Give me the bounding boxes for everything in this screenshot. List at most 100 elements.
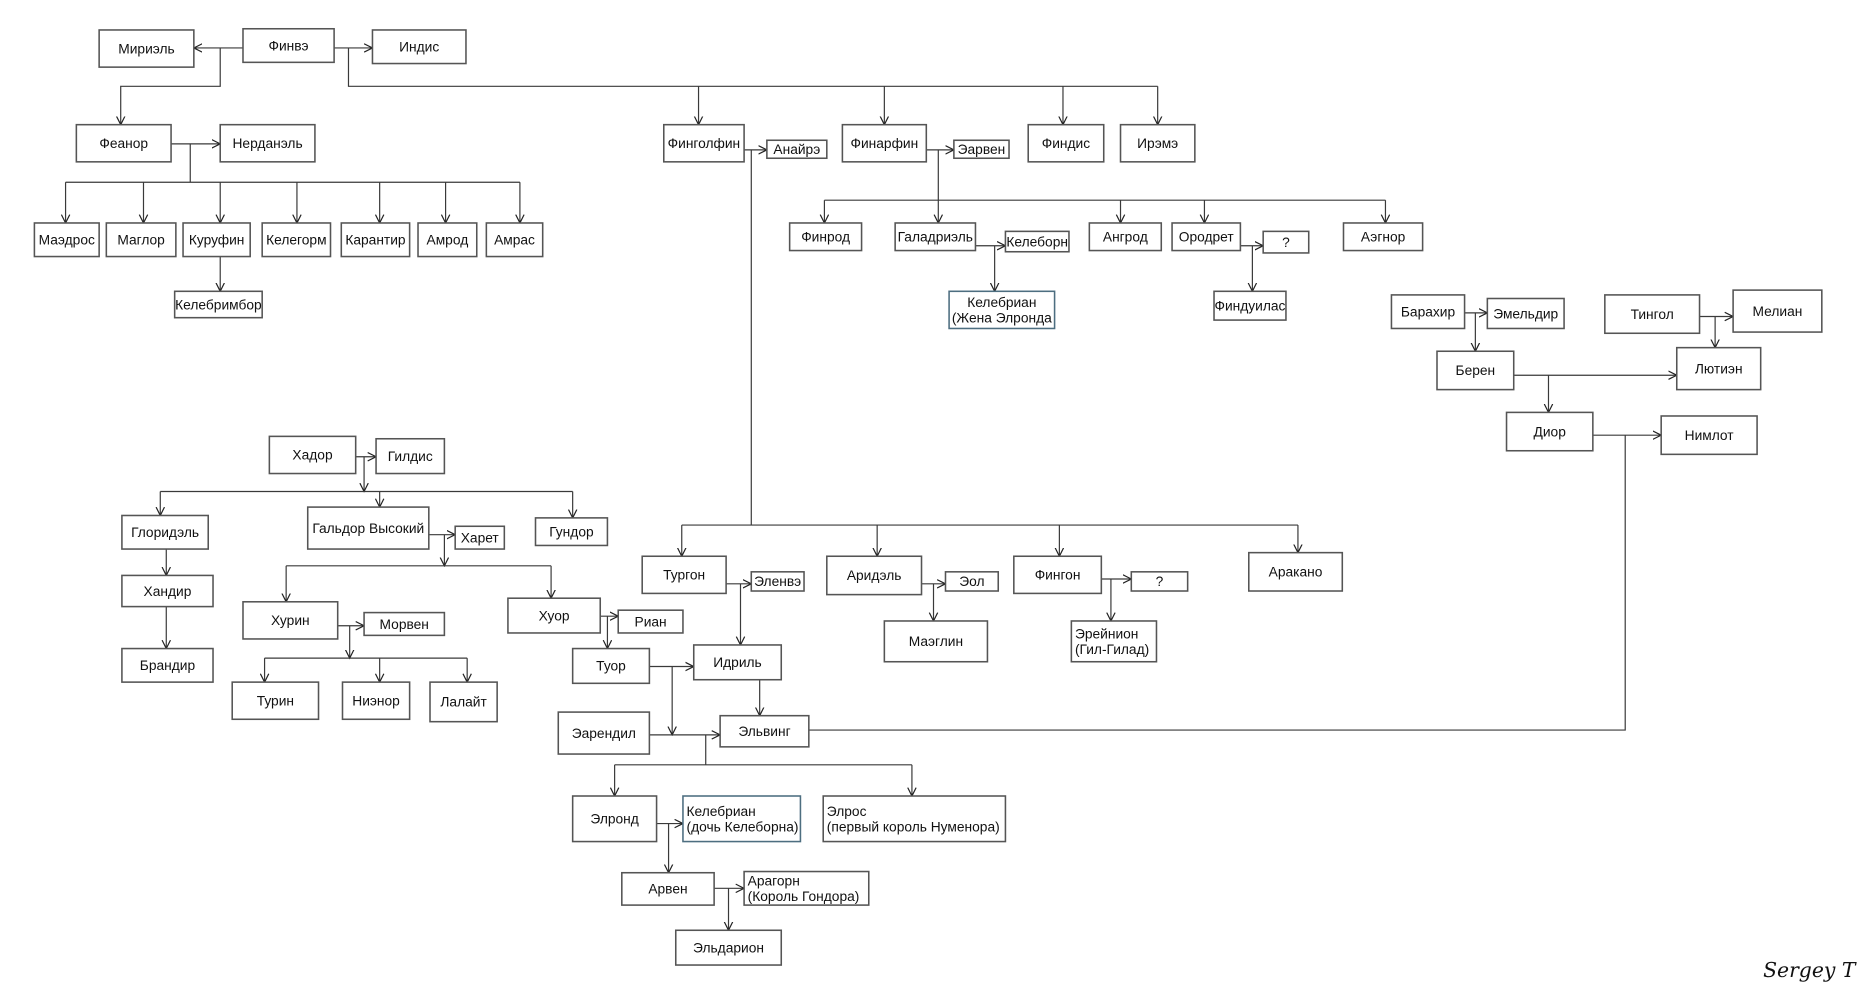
person-name: Хадор — [292, 448, 333, 463]
person-orodreth: Ородрет — [1171, 222, 1242, 252]
person-name: Амрас — [494, 233, 535, 248]
person-unknown1: ? — [1262, 230, 1310, 254]
person-name: Маглор — [117, 233, 165, 248]
person-name: Мелиан — [1753, 304, 1803, 319]
person-name: Тургон — [663, 568, 705, 583]
person-amras: Амрас — [485, 222, 544, 258]
person-box — [429, 681, 498, 723]
person-hareth: Харет — [454, 525, 506, 550]
person-box — [268, 435, 357, 475]
person-maedros: Маэдрос — [33, 222, 100, 258]
person-name: Арагорн — [748, 873, 800, 888]
person-earwen: Эарвен — [953, 139, 1010, 160]
person-box — [182, 222, 251, 258]
person-name: Тингол — [1631, 307, 1674, 322]
person-box — [1171, 222, 1242, 252]
person-caranthir: Карантир — [340, 222, 411, 258]
person-box — [306, 506, 430, 550]
person-box — [1248, 551, 1344, 592]
person-box — [788, 222, 863, 252]
person-name: Ирэмэ — [1137, 136, 1178, 151]
person-box — [242, 601, 339, 640]
person-box — [692, 644, 783, 681]
person-name: Финарфин — [851, 136, 919, 151]
connectors — [66, 48, 1734, 930]
person-aredhel: Аридэль — [826, 555, 923, 596]
person-name: Финдуилас — [1215, 298, 1286, 313]
person-nienor: Ниэнор — [341, 681, 411, 721]
person-name: Туор — [596, 659, 626, 674]
person-name: (Жена Элронда — [952, 310, 1052, 325]
person-celebrimbor: Келебримбор — [173, 290, 263, 319]
person-celebrian1: Келебриан(Жена Элронда — [948, 290, 1056, 330]
person-name: Маэдрос — [39, 233, 95, 248]
person-box — [341, 681, 411, 721]
person-name: Куруфин — [189, 233, 245, 248]
person-gloredhel: Глоридэль — [121, 514, 210, 550]
person-box — [641, 555, 727, 595]
person-box — [953, 139, 1010, 160]
person-name: Лалайт — [440, 695, 487, 710]
person-name: Галадриэль — [898, 230, 973, 245]
person-name: Ангрод — [1103, 230, 1148, 245]
person-name: Мириэль — [118, 41, 174, 56]
person-box — [98, 29, 195, 68]
person-box — [363, 611, 446, 637]
person-box — [1675, 346, 1762, 391]
person-name: Эленвэ — [754, 574, 801, 589]
person-name: Турин — [257, 693, 294, 708]
person-gildis: Гилдис — [375, 437, 446, 475]
person-box — [1119, 123, 1196, 163]
person-name: Ородрет — [1179, 230, 1235, 245]
person-box — [121, 514, 210, 550]
person-box — [557, 711, 651, 755]
person-box — [1486, 297, 1565, 330]
person-name: Элронд — [590, 812, 638, 827]
person-box — [1732, 289, 1823, 333]
person-name: Морвен — [380, 617, 429, 632]
person-name: Ниэнор — [352, 693, 400, 708]
person-ireth: Ирэмэ — [1119, 123, 1196, 163]
person-box — [485, 222, 544, 258]
person-name: Элрос — [827, 804, 867, 819]
person-name: Нерданэль — [232, 136, 302, 151]
person-box — [121, 574, 214, 608]
person-box — [1390, 294, 1466, 330]
person-miriel: Мириэль — [98, 29, 195, 68]
person-huor: Хуор — [507, 597, 602, 634]
arrow-connector — [121, 47, 221, 125]
person-thingol: Тингол — [1604, 294, 1701, 335]
person-luthien: Лютиэн — [1675, 346, 1762, 391]
person-name: Анайрэ — [773, 142, 820, 157]
person-elwing: Эльвинг — [719, 714, 810, 748]
person-box — [719, 714, 810, 748]
person-name: Феанор — [99, 136, 148, 151]
person-name: Финдис — [1042, 136, 1090, 151]
person-name: Хурин — [271, 613, 310, 628]
person-name: Аракано — [1269, 565, 1323, 580]
person-name: Арвен — [648, 882, 687, 897]
person-name: Финрод — [801, 230, 850, 245]
person-name: Нимлот — [1685, 428, 1735, 443]
person-galadriel: Галадриэль — [894, 222, 977, 252]
person-name: Гундор — [549, 524, 594, 539]
person-box — [944, 571, 1000, 592]
person-name: Эол — [959, 574, 984, 589]
person-box — [1027, 123, 1105, 163]
person-idril: Идриль — [692, 644, 783, 681]
person-unknown2: ? — [1130, 571, 1189, 592]
person-curufin: Куруфин — [182, 222, 251, 258]
person-box — [1130, 571, 1189, 592]
person-box — [1505, 411, 1594, 452]
line-connector — [808, 435, 1626, 731]
person-name: Идриль — [713, 655, 761, 670]
person-name: Хуор — [539, 608, 570, 623]
person-celegorm: Келегорм — [261, 222, 332, 258]
person-celebrian2: Келебриан(дочь Келеборна) — [682, 795, 802, 843]
person-celeborn: Келеборн — [1004, 230, 1070, 253]
person-name: Гилдис — [388, 449, 433, 464]
person-turin: Турин — [231, 681, 320, 721]
person-name: ? — [1282, 235, 1290, 250]
